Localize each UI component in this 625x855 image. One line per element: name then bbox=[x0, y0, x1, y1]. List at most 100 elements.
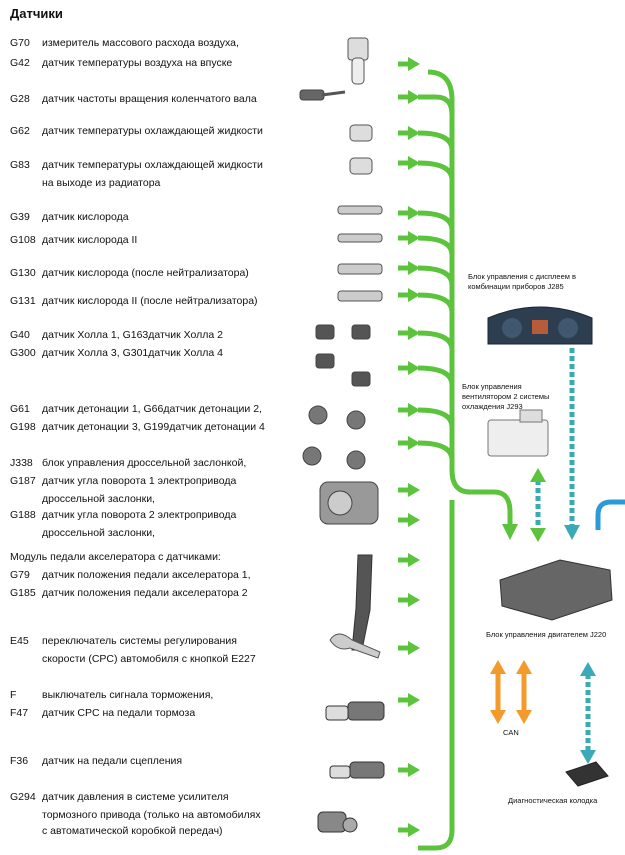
sensor-code: G39 bbox=[10, 211, 30, 223]
sensor-description: дроссельной заслонки, bbox=[42, 493, 155, 505]
sensor-arrow-head bbox=[408, 126, 420, 140]
sensor-arrow-head bbox=[408, 261, 420, 275]
hall-sensor-icon bbox=[315, 324, 371, 387]
sensor-description: с автоматической коробкой передач) bbox=[42, 825, 223, 837]
pressure-sensor-icon bbox=[317, 811, 358, 833]
sensor-arrow-head bbox=[408, 57, 420, 71]
sensor-description: датчик угла поворота 2 электропривода bbox=[42, 509, 237, 521]
sensor-arrow-shaft bbox=[398, 557, 410, 563]
sensor-arrow-shaft bbox=[398, 597, 410, 603]
sensor-description: тормозного привода (только на автомобиля… bbox=[42, 809, 261, 821]
sensor-arrow-shaft bbox=[398, 440, 410, 446]
sensor-code: G40 bbox=[10, 329, 30, 341]
cruise-switch-icon bbox=[329, 633, 381, 659]
sensor-arrow-head bbox=[408, 483, 420, 497]
sensor-arrow-head bbox=[408, 231, 420, 245]
sensor-code: G131 bbox=[10, 295, 36, 307]
ecu-icon bbox=[499, 559, 613, 621]
sensor-code: G294 bbox=[10, 791, 36, 803]
sensor-arrow-shaft bbox=[398, 130, 410, 136]
sensor-arrow-head bbox=[408, 361, 420, 375]
trunk-arrowhead bbox=[502, 524, 518, 540]
sensor-arrow-head bbox=[408, 641, 420, 655]
sensor-arrow-shaft bbox=[398, 407, 410, 413]
dashboard-to-ecu-arrow bbox=[564, 348, 580, 540]
sensor-description: датчик угла поворота 1 электропривода bbox=[42, 475, 237, 487]
brake-switch-icon bbox=[325, 701, 385, 721]
sensor-code: G130 bbox=[10, 267, 36, 279]
sensor-arrow-shaft bbox=[398, 330, 410, 336]
can-arrows bbox=[490, 660, 532, 724]
sensor-description: скорости (CPC) автомобиля с кнопкой E227 bbox=[42, 653, 256, 665]
sensor-arrow-shaft bbox=[398, 210, 410, 216]
sensor-arrow-shaft bbox=[398, 61, 410, 67]
sensor-description: датчик температуры охлаждающей жидкости bbox=[42, 159, 263, 171]
sensor-code: G70 bbox=[10, 37, 30, 49]
diagnostic-connector-icon bbox=[565, 761, 609, 787]
knock-sensor-icon bbox=[302, 405, 366, 470]
maf-sensor-icon bbox=[347, 37, 369, 85]
diag-connector-label: Диагностическая колодка bbox=[508, 796, 598, 805]
sensor-description: датчик детонации 3, G199датчик детонации… bbox=[42, 421, 265, 433]
fan-ecu-arrow bbox=[530, 468, 546, 542]
dashboard-label: Блок управления с дисплеем в комбинации … bbox=[468, 272, 576, 291]
sensor-arrow-head bbox=[408, 553, 420, 567]
sensor-arrow-shaft bbox=[398, 235, 410, 241]
sensor-arrow-head bbox=[408, 90, 420, 104]
sensor-code: G61 bbox=[10, 403, 30, 415]
sensor-code: F47 bbox=[10, 707, 29, 719]
sensor-code: G79 bbox=[10, 569, 30, 581]
sensor-arrow-shaft bbox=[398, 487, 410, 493]
sensor-arrow-head bbox=[408, 823, 420, 837]
sensor-description: датчик положения педали акселератора 1, bbox=[42, 569, 251, 581]
sensor-arrow-head bbox=[408, 763, 420, 777]
clutch-switch-icon bbox=[329, 761, 385, 779]
page-title: Датчики bbox=[10, 6, 63, 21]
sensor-arrow-shaft bbox=[398, 645, 410, 651]
ecu-label: Блок управления двигателем J220 bbox=[486, 630, 607, 639]
sensor-description: датчик кислорода II (после нейтрализатор… bbox=[42, 295, 258, 307]
ecu-diag-arrow bbox=[580, 662, 596, 764]
sensor-description: измеритель массового расхода воздуха, bbox=[42, 37, 239, 49]
sensor-description: переключатель системы регулирования bbox=[42, 635, 237, 647]
sensor-arrow-shaft bbox=[398, 160, 410, 166]
sensor-arrow-head bbox=[408, 436, 420, 450]
fan-control-label: Блок управления вентилятором 2 системы о… bbox=[462, 382, 550, 411]
crank-sensor-icon bbox=[299, 89, 346, 101]
sensor-arrow-shaft bbox=[398, 827, 410, 833]
sensor-arrow-head bbox=[408, 693, 420, 707]
fan-control-icon bbox=[487, 409, 549, 457]
sensor-code: J338 bbox=[10, 457, 33, 469]
sensor-description: дроссельной заслонки, bbox=[42, 527, 155, 539]
sensor-code: F36 bbox=[10, 755, 29, 767]
sensor-arrow-shaft bbox=[398, 767, 410, 773]
sensor-description: датчик Холла 3, G301датчик Холла 4 bbox=[42, 347, 223, 359]
sensor-description: датчик положения педали акселератора 2 bbox=[42, 587, 248, 599]
sensor-code: G62 bbox=[10, 125, 30, 137]
sensor-arrow-head bbox=[408, 513, 420, 527]
sensor-description: датчик кислорода II bbox=[42, 234, 138, 246]
blue-cable-arrow bbox=[595, 499, 625, 530]
sensor-arrow-head bbox=[408, 326, 420, 340]
sensor-code: G108 bbox=[10, 234, 36, 246]
green-trunk-line bbox=[427, 69, 513, 530]
sensor-code: G42 bbox=[10, 57, 30, 69]
sensor-arrow-head bbox=[408, 206, 420, 220]
sensor-arrow-shaft bbox=[398, 517, 410, 523]
sensor-arrow-shaft bbox=[398, 697, 410, 703]
sensor-arrows bbox=[398, 57, 420, 837]
sensor-arrow-shaft bbox=[398, 94, 410, 100]
sensor-description: датчик на педали сцепления bbox=[42, 755, 183, 767]
sensor-description: датчик кислорода (после нейтрализатора) bbox=[42, 267, 249, 279]
sensor-arrow-shaft bbox=[398, 365, 410, 371]
sensor-code: G300 bbox=[10, 347, 36, 359]
sensor-description: датчик частоты вращения коленчатого вала bbox=[42, 93, 257, 105]
sensor-description: выключатель сигнала торможения, bbox=[42, 689, 214, 701]
sensor-code: G198 bbox=[10, 421, 36, 433]
accelerator-pedal-icon bbox=[351, 554, 373, 651]
sensor-description: датчик температуры охлаждающей жидкости bbox=[42, 125, 263, 137]
pedal-module-label: Модуль педали акселератора с датчиками: bbox=[10, 551, 221, 563]
sensor-arrow-head bbox=[408, 288, 420, 302]
sensor-arrow-head bbox=[408, 156, 420, 170]
